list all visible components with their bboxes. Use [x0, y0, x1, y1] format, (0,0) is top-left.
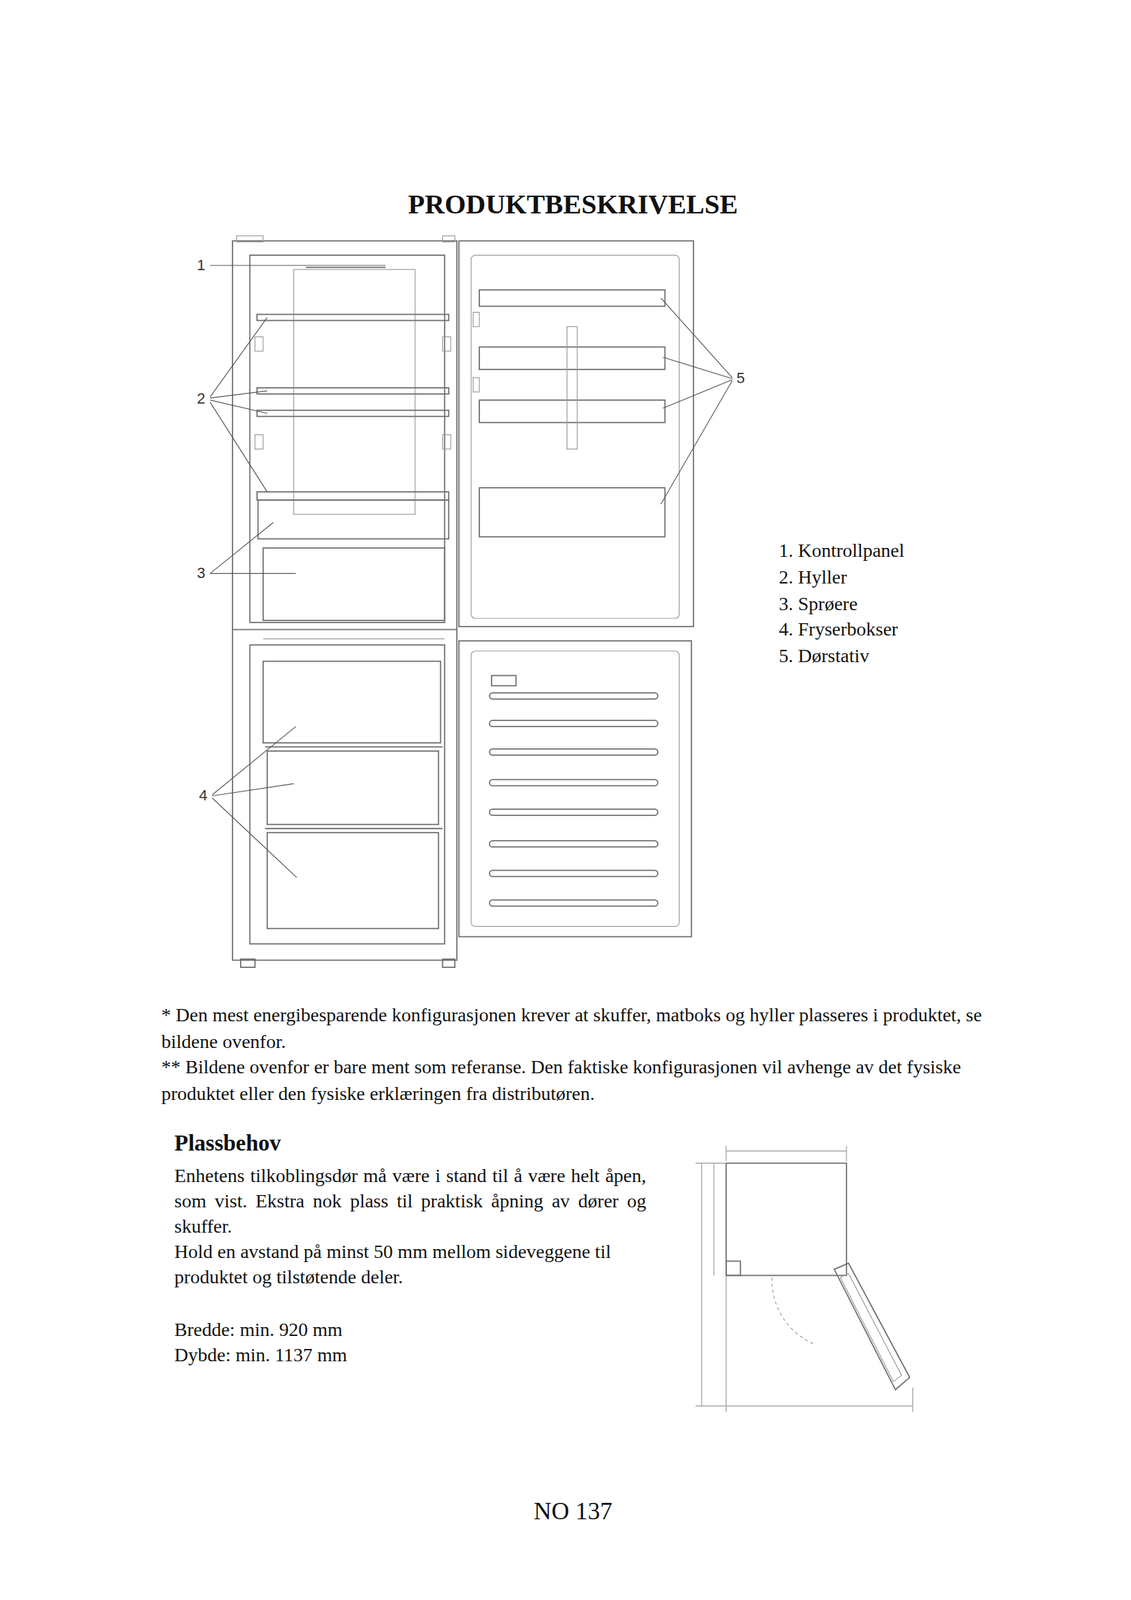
- divider: [232, 629, 457, 631]
- door-clip: [473, 312, 480, 327]
- leader-line: [211, 783, 294, 796]
- door-gasket: [471, 255, 680, 619]
- door-outline: [458, 240, 694, 627]
- door-gasket: [471, 650, 680, 927]
- door-rack: [479, 400, 665, 423]
- foot: [442, 958, 455, 967]
- callout-number: 3: [196, 564, 206, 582]
- door-rib: [489, 779, 658, 786]
- door-outline: [458, 640, 692, 937]
- leader-line: [209, 400, 268, 414]
- dimension-line: [726, 1405, 913, 1406]
- freezer-drawer: [267, 750, 439, 824]
- door-rib: [489, 748, 658, 755]
- crisper-cover: [257, 491, 449, 500]
- dimension-line: [713, 1162, 714, 1275]
- footnote: ** Bildene ovenfor er bare ment som refe…: [161, 1053, 1007, 1107]
- divider: [263, 637, 445, 639]
- dimension-text: Dybde: min. 1137 mm: [174, 1343, 348, 1366]
- leader-line: [209, 402, 268, 492]
- door-gasket: [840, 1273, 902, 1382]
- leader-line: [209, 573, 296, 574]
- freezer-drawer: [263, 661, 442, 743]
- section-heading: Plassbehov: [174, 1130, 282, 1156]
- shelf: [257, 387, 449, 394]
- shelf-support: [255, 434, 264, 450]
- freezer-drawer: [267, 832, 439, 928]
- leader-line: [660, 298, 732, 378]
- leader-line: [662, 379, 732, 409]
- leader-line: [211, 797, 297, 878]
- shelf: [257, 314, 449, 321]
- callout-number: 4: [198, 786, 208, 805]
- shelf-support: [255, 336, 264, 351]
- bottle-divider: [566, 326, 578, 449]
- hinge-cap: [236, 235, 264, 243]
- dimension-line: [701, 1162, 703, 1406]
- door-rib: [489, 899, 658, 907]
- door-rib: [489, 869, 658, 876]
- page-number: NO 137: [534, 1496, 613, 1525]
- cabinet-outline: [232, 240, 457, 960]
- swing-arc: [772, 1276, 816, 1344]
- legend-item: 4. Fryserbokser: [778, 618, 898, 641]
- door-rack: [479, 289, 665, 307]
- door-rack: [479, 487, 665, 537]
- dimension-line: [726, 1150, 847, 1151]
- legend-item: 2. Hyller: [778, 566, 848, 589]
- dimension-tick: [912, 1387, 913, 1413]
- leader-line: [209, 317, 268, 397]
- legend-item: 5. Dørstativ: [778, 644, 870, 667]
- door-rib: [489, 720, 658, 727]
- legend-item: 1. Kontrollpanel: [778, 539, 905, 562]
- open-door: [834, 1262, 910, 1390]
- control-panel: [305, 266, 385, 269]
- paragraph: Enhetens tilkoblingsdør må være i stand …: [174, 1162, 647, 1239]
- dimension-tick: [695, 1162, 727, 1164]
- door-rack: [479, 346, 665, 370]
- leader-line: [662, 356, 732, 379]
- door-rib: [489, 840, 658, 847]
- top-view-cabinet: [726, 1162, 847, 1275]
- leader-line: [660, 380, 732, 504]
- door-clip: [473, 377, 480, 392]
- fridge-compartment: [249, 255, 445, 623]
- foot: [240, 958, 256, 967]
- leader-line: [209, 390, 268, 398]
- dimension-text: Bredde: min. 920 mm: [174, 1318, 343, 1341]
- leader-line: [209, 522, 273, 574]
- callout-number: 5: [736, 369, 745, 388]
- legend-item: 3. Sprøere: [778, 592, 858, 615]
- shelf-support: [442, 336, 451, 351]
- shelf-support: [442, 434, 451, 450]
- callout-number: 2: [196, 389, 206, 408]
- door-rib: [489, 808, 658, 816]
- crisper-box: [257, 499, 449, 539]
- dimension-tick: [725, 1145, 727, 1161]
- icon: [491, 675, 517, 686]
- dimension-tick: [725, 1275, 727, 1413]
- leader-line: [211, 726, 296, 795]
- crisper-drawer: [263, 547, 445, 621]
- leader-line: [209, 264, 386, 266]
- paragraph: Hold en avstand på minst 50 mm mellom si…: [174, 1238, 612, 1289]
- shelf: [257, 410, 449, 417]
- dimension-tick: [695, 1405, 727, 1406]
- door-handle: [726, 1260, 741, 1276]
- hinge-cap: [442, 235, 455, 243]
- page-title: PRODUKTBESKRIVELSE: [408, 188, 738, 221]
- back-panel: [294, 269, 416, 515]
- dimension-tick: [845, 1145, 847, 1161]
- callout-number: 1: [196, 256, 206, 275]
- footnote: * Den mest energibesparende konfigurasjo…: [161, 1001, 1007, 1055]
- freezer-shelf: [265, 827, 444, 829]
- door-rib: [489, 692, 658, 699]
- freezer-compartment: [249, 644, 445, 944]
- freezer-shelf: [265, 746, 444, 748]
